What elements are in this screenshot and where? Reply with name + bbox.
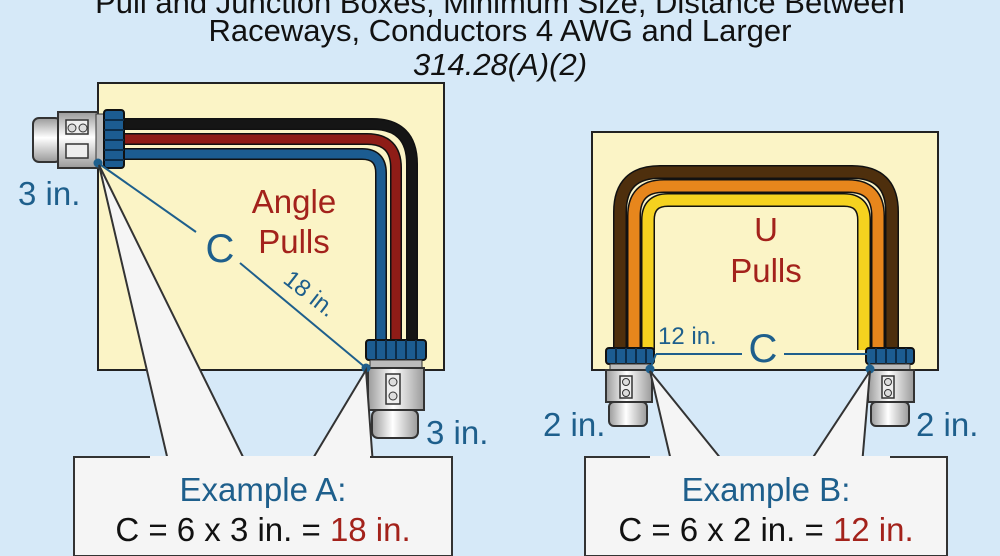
example-a-formula: C = 6 x 3 in. = bbox=[115, 511, 330, 548]
conductor-orange-b bbox=[627, 179, 885, 350]
example-a-result: 18 in. bbox=[329, 511, 411, 548]
right-connector-b bbox=[865, 347, 915, 427]
distance-letter-b: C bbox=[749, 327, 778, 371]
example-b-result: 12 in. bbox=[832, 511, 914, 548]
conductor-red-a bbox=[120, 133, 402, 340]
angle-label-line1: Angle bbox=[252, 183, 336, 220]
distance-line-a-2 bbox=[239, 262, 367, 369]
distance-line-a-1 bbox=[97, 162, 197, 233]
code-reference: 314.28(A)(2) bbox=[412, 47, 588, 82]
title-line-1: Pull and Junction Boxes, Minimum Size, D… bbox=[95, 0, 905, 20]
callout-text-b: Example B: C = 6 x 2 in. = 12 in. bbox=[585, 470, 947, 550]
callout-box-a bbox=[73, 456, 453, 556]
conductor-black-a bbox=[120, 118, 418, 340]
raceway-size-a-left: 3 in. bbox=[18, 175, 80, 212]
example-b-formula: C = 6 x 2 in. = bbox=[618, 511, 833, 548]
distance-value-b: 12 in. bbox=[658, 323, 717, 350]
callout-pointer-b-2 bbox=[806, 370, 871, 466]
callout-pointer-a-2 bbox=[307, 366, 375, 466]
distance-letter-a: C bbox=[206, 227, 235, 271]
example-a-formula-line: C = 6 x 3 in. = 18 in. bbox=[74, 510, 452, 550]
example-a-heading: Example A: bbox=[179, 471, 347, 508]
conductor-blue-a bbox=[120, 148, 387, 340]
distance-tick-b-1 bbox=[649, 353, 657, 370]
callout-pointer-b-1 bbox=[649, 370, 729, 466]
raceway-size-b-left: 2 in. bbox=[543, 406, 605, 443]
callout-text-a: Example A: C = 6 x 3 in. = 18 in. bbox=[74, 470, 452, 550]
bottom-connector-a bbox=[365, 339, 427, 439]
raceway-size-b-right: 2 in. bbox=[916, 406, 978, 443]
example-b-heading: Example B: bbox=[681, 471, 851, 508]
u-label-line2: Pulls bbox=[730, 252, 802, 289]
conductor-brown-b bbox=[613, 165, 899, 350]
u-label-line1: U bbox=[754, 211, 778, 248]
example-b-formula-line: C = 6 x 2 in. = 12 in. bbox=[585, 510, 947, 550]
angle-label-line2: Pulls bbox=[258, 223, 330, 260]
raceway-size-a-bottom: 3 in. bbox=[426, 414, 488, 451]
conductor-yellow-b bbox=[641, 193, 871, 350]
title-line-2: Raceways, Conductors 4 AWG and Larger bbox=[208, 13, 792, 48]
left-connector-a bbox=[32, 109, 125, 169]
distance-tick-b-2 bbox=[867, 353, 871, 370]
left-connector-b bbox=[605, 347, 655, 427]
